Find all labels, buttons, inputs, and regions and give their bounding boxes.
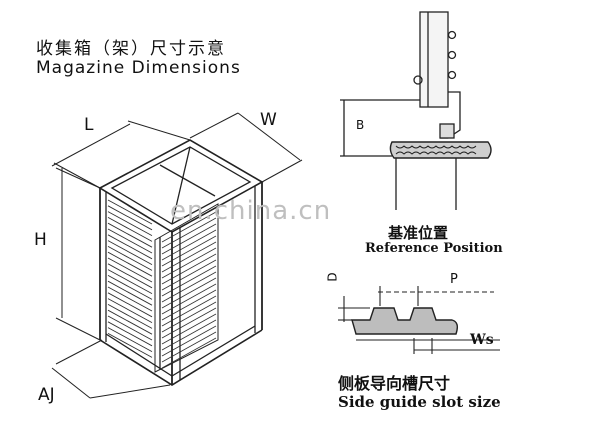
slot-line [107,333,153,358]
reference-detail [340,11,492,210]
dim-label-w: W [260,110,277,130]
slot-line [107,269,153,294]
inner-slot-line [161,301,217,333]
dim-label-b: B [356,118,365,132]
slot-caption-chinese: 侧板导向槽尺寸 [338,374,451,393]
slot-line [107,205,153,231]
inner-slot-line [161,253,217,285]
inner-slot-line [161,307,217,339]
inner-slot-line [161,259,217,291]
inner-slot-line [161,289,217,321]
title-english: Magazine Dimensions [36,58,241,78]
dim-label-ws: Ws [470,332,494,348]
dim-label-aj: AJ [38,385,55,405]
dim-label-h: H [34,230,47,250]
slot-line [107,257,153,283]
slot-detail [338,286,500,354]
slot-line [107,280,153,306]
slot-line [107,315,153,341]
inner-slot-line [161,319,217,351]
inner-slot-line [161,247,217,279]
slot-line [107,275,153,300]
dim-label-d: D [325,272,340,282]
slot-line [107,234,153,260]
slot-line [107,321,153,347]
inner-slot-line [161,235,217,267]
slot-line [107,263,153,289]
slot-line [107,327,153,352]
reference-caption-english: Reference Position [365,241,503,256]
inner-slot-line [161,265,217,297]
inner-slot-line [161,223,217,255]
slot-line [107,251,153,277]
slot-line [107,304,153,329]
inner-slot-line [161,313,217,345]
inner-slot-line [161,337,217,369]
inner-slot-line [161,241,217,273]
slot-line [107,222,153,248]
reference-caption-chinese: 基准位置 [388,224,449,242]
dim-label-l: L [84,115,94,135]
inner-slot-line [161,229,217,261]
slot-line [107,240,153,265]
slot-caption-english: Side guide slot size [338,393,501,411]
magazine-rack [98,139,264,386]
dimension-lines [51,112,303,399]
inner-panel-slots [161,211,217,369]
slot-line [107,286,153,312]
slot-line [107,292,153,318]
inner-slot-line [161,325,217,357]
inner-slot-line [161,283,217,315]
dim-label-p: P [450,272,458,287]
inner-slot-line [161,211,217,243]
inner-slot-line [161,331,217,363]
slot-line [107,246,153,271]
slot-line [107,298,153,323]
slot-line [107,309,153,335]
slot-line [107,199,153,225]
slot-line [107,211,153,236]
slot-line [107,228,153,254]
inner-slot-line [161,277,217,309]
inner-slot-line [161,217,217,249]
slot-line [107,217,153,242]
title-chinese: 收集箱（架）尺寸示意 [36,39,226,59]
left-panel-slots [107,199,153,358]
inner-slot-line [161,271,217,303]
watermark: en.china.cn [170,196,332,226]
inner-slot-line [161,295,217,327]
